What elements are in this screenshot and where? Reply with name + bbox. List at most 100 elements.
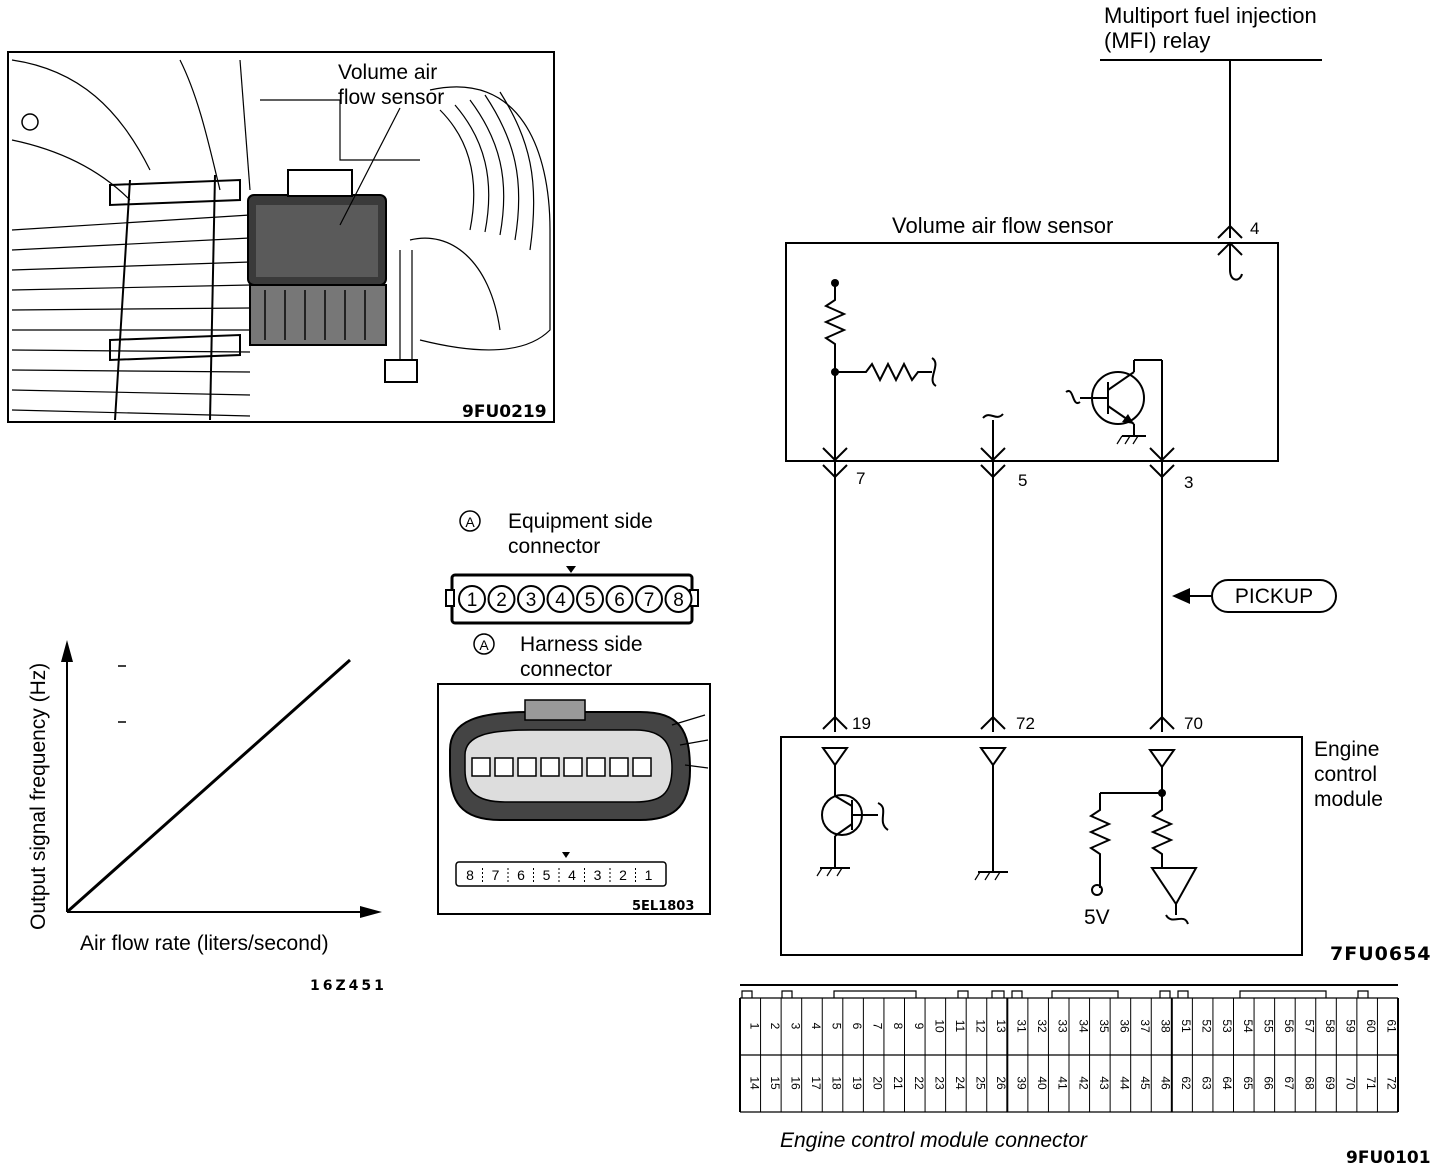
- ecm-pin-bottom: 62: [1179, 1076, 1193, 1090]
- wiring-schematic: Multiport fuel injection (MFI) relay 4 V…: [780, 3, 1432, 965]
- frequency-graph: Output signal frequency (Hz) Air flow ra…: [27, 640, 384, 994]
- ecm-pin-top: 36: [1117, 1019, 1131, 1033]
- ecm-pin-bottom: 16: [788, 1076, 802, 1090]
- ecm-pin-top: 31: [1015, 1019, 1029, 1033]
- ecm-pin-bottom: 22: [912, 1076, 926, 1090]
- graph-xlabel: Air flow rate (liters/second): [80, 932, 329, 955]
- harness-pin-label: 6: [517, 867, 525, 883]
- ecm-pin-bottom: 40: [1035, 1076, 1049, 1090]
- equipment-pin-label: 5: [585, 590, 596, 611]
- ecm-pin-top: 8: [891, 1023, 905, 1030]
- sensor-pin-7: 7: [856, 469, 865, 488]
- graph-ylabel: Output signal frequency (Hz): [27, 663, 50, 930]
- equipment-pin-label: 1: [467, 590, 478, 611]
- ecm-pin-top: 51: [1179, 1019, 1193, 1033]
- ecm-pin-top: 34: [1076, 1019, 1090, 1033]
- voltage-label: 5V: [1084, 906, 1110, 929]
- ecm-pin-bottom: 66: [1261, 1076, 1275, 1090]
- relay-label-line1: Multiport fuel injection: [1104, 3, 1317, 28]
- equipment-pin-label: 8: [673, 590, 684, 611]
- ecm-pin-top: 3: [788, 1023, 802, 1030]
- ecm-pin-top: 9: [912, 1023, 926, 1030]
- ecm-pin-bottom: 18: [830, 1076, 844, 1090]
- ecm-pin-top: 1: [747, 1023, 761, 1030]
- equipment-pin: [635, 585, 663, 613]
- equipment-pin-label: 4: [555, 590, 566, 611]
- ecm-pin-bottom: 44: [1117, 1076, 1131, 1090]
- equipment-pin-label: 3: [526, 590, 537, 611]
- equipment-pin: [664, 585, 693, 613]
- ecm-pin-bottom: 15: [768, 1076, 782, 1090]
- ecm-pin-bottom: 67: [1282, 1076, 1296, 1090]
- ecm-pin-bottom: 39: [1015, 1076, 1029, 1090]
- ecm-pin-top: 7: [871, 1023, 885, 1030]
- sensor-pin-4: 4: [1250, 219, 1259, 238]
- equipment-label-line1: Equipment side: [508, 510, 653, 533]
- ecm-pin-bottom: 69: [1323, 1076, 1337, 1090]
- pickup-tag: [1211, 579, 1337, 613]
- equipment-pin-label: 6: [614, 590, 625, 611]
- sensor-pin-3: 3: [1184, 473, 1193, 492]
- ecm-pin-bottom: 64: [1220, 1076, 1234, 1090]
- ecm-pin-top: 11: [953, 1020, 967, 1033]
- equipment-pin-label: 2: [496, 590, 507, 611]
- ecm-pin-top: 2: [768, 1023, 782, 1030]
- ecm-pin-top: 54: [1241, 1019, 1255, 1033]
- photo-callout-line1: Volume air: [338, 61, 437, 84]
- ecm-pin-bottom: 70: [1344, 1076, 1358, 1090]
- harness-pin-label: 8: [466, 867, 474, 883]
- ecm-pin-bottom: 43: [1097, 1076, 1111, 1090]
- sensor-photo: Volume air flow sensor 9FU0219: [7, 51, 555, 423]
- ecm-pin-top: 13: [994, 1019, 1008, 1033]
- ecm-pin-bottom: 26: [994, 1076, 1008, 1090]
- ecm-pin-top: 6: [850, 1023, 864, 1030]
- harness-pin-label: 3: [594, 867, 602, 883]
- ecm-pin-top: 5: [830, 1023, 844, 1030]
- ecm-pin-top: 53: [1220, 1019, 1234, 1033]
- ecm-pin-bottom: 71: [1364, 1076, 1378, 1090]
- ecm-pin-bottom: 65: [1241, 1076, 1255, 1090]
- equipment-label-line2: connector: [508, 535, 600, 558]
- ecm-pin-72: 72: [1016, 714, 1035, 733]
- harness-code: 5EL1803: [632, 899, 694, 914]
- ecm-pin-top: 59: [1344, 1019, 1358, 1033]
- ecm-pin-top: 55: [1261, 1019, 1275, 1033]
- ecm-pin-bottom: 63: [1200, 1076, 1214, 1090]
- ecm-pin-bottom: 42: [1076, 1076, 1090, 1090]
- equipment-pin: [546, 585, 575, 613]
- ecm-pin-19: 19: [852, 714, 871, 733]
- equipment-pin-label: 7: [644, 590, 655, 611]
- ecm-pin-bottom: 24: [953, 1076, 967, 1090]
- ecm-label-line3: module: [1314, 788, 1383, 811]
- equipment-pin: [517, 585, 545, 613]
- ecm-pin-bottom: 19: [850, 1076, 864, 1090]
- ecm-label-line1: Engine: [1314, 738, 1379, 761]
- ecm-pin-top: 12: [973, 1019, 987, 1033]
- graph-line: [66, 658, 351, 914]
- ecm-pin-top: 52: [1200, 1019, 1214, 1033]
- ecm-pin-bottom: 68: [1302, 1076, 1316, 1090]
- ecm-pin-bottom: 17: [809, 1076, 823, 1090]
- ecm-pin-bottom: 14: [747, 1076, 761, 1090]
- ecm-pin-bottom: 46: [1159, 1076, 1173, 1090]
- ecm-pin-bottom: 23: [932, 1076, 946, 1090]
- equipment-pin: [605, 585, 634, 613]
- ecm-pin-bottom: 72: [1385, 1076, 1399, 1090]
- sensor-pin-5: 5: [1018, 471, 1027, 490]
- schematic-code: 7FU0654: [1330, 943, 1432, 965]
- ecm-pin-top: 37: [1138, 1019, 1152, 1033]
- ecm-pin-top: 33: [1056, 1019, 1070, 1033]
- ecm-pin-bottom: 20: [871, 1076, 885, 1090]
- ecm-box: [780, 736, 1303, 956]
- relay-label-line2: (MFI) relay: [1104, 28, 1210, 53]
- harness-pin-label: 7: [492, 867, 500, 883]
- ecm-pin-70: 70: [1184, 714, 1203, 733]
- ecm-pin-top: 56: [1282, 1019, 1296, 1033]
- harness-pin-label: 1: [645, 867, 653, 883]
- ecm-connector-caption: Engine control module connector: [780, 1129, 1088, 1152]
